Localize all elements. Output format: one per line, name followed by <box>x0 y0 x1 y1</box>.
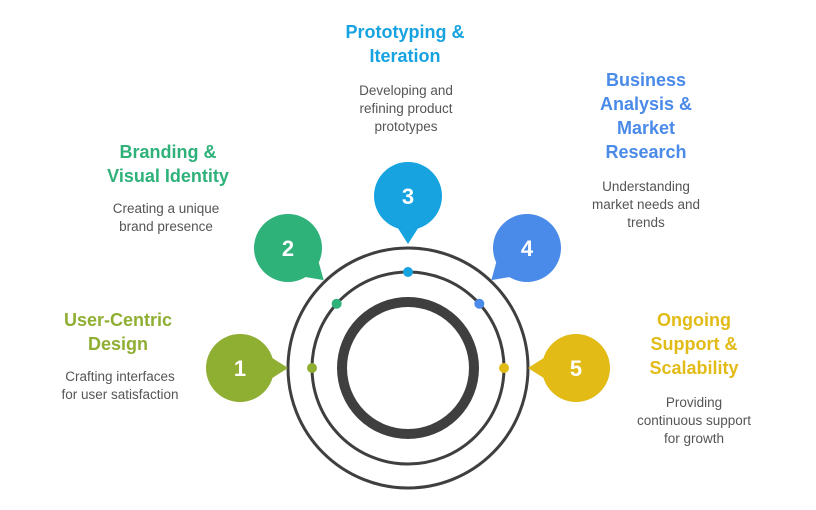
step-1-dot <box>307 363 317 373</box>
step-2-number: 2 <box>282 236 294 261</box>
step-5-title: Ongoing Support & Scalability <box>649 310 739 378</box>
step-2-bubble <box>254 214 322 282</box>
step-5-dot <box>499 363 509 373</box>
step-5-bubble <box>542 334 610 402</box>
step-2-dot <box>331 298 342 309</box>
step-4-bubble <box>493 214 561 282</box>
step-3-number: 3 <box>402 184 414 209</box>
step-1-number: 1 <box>234 356 246 381</box>
step-1-bubble <box>206 334 274 402</box>
step-4-dot <box>474 298 485 309</box>
step-2-description: Creating a unique brand presence <box>112 201 220 234</box>
step-3-title: Prototyping & Iteration <box>345 22 465 66</box>
center-ring <box>337 297 479 439</box>
step-3-bubble <box>374 162 442 230</box>
step-2-title: Branding & Visual Identity <box>107 142 229 186</box>
outer-ring <box>286 246 530 490</box>
step-1-title: User-Centric Design <box>63 310 173 354</box>
step-5-number: 5 <box>570 356 582 381</box>
step-5-description: Providing continuous support for growth <box>636 395 752 446</box>
step-markers: 1 2 3 4 5 <box>206 162 610 402</box>
step-4-title: Business Analysis & Market Research <box>599 70 693 162</box>
step-4-description: Understanding market needs and trends <box>591 179 701 230</box>
step-3-dot <box>403 267 413 277</box>
step-3-description: Developing and refining product prototyp… <box>359 83 453 134</box>
step-4-number: 4 <box>521 236 534 261</box>
step-1-description: Crafting interfaces for user satisfactio… <box>61 369 179 402</box>
